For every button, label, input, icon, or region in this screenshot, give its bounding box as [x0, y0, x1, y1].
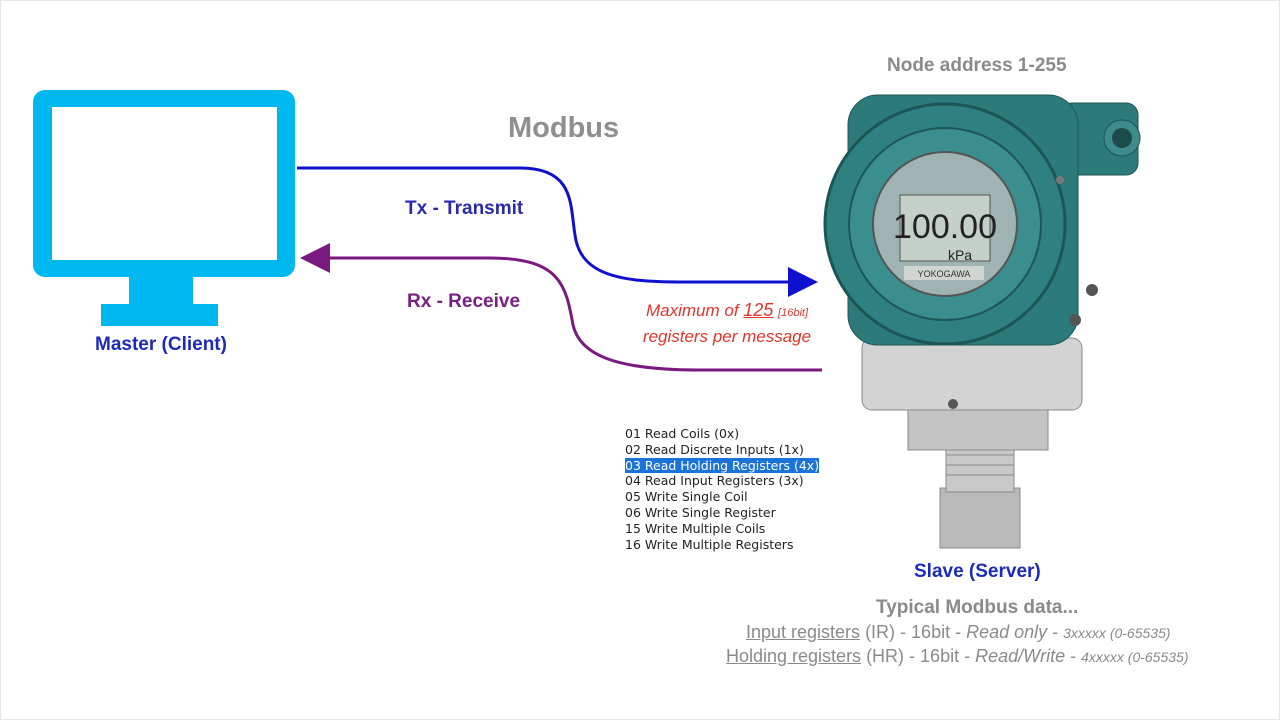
device-brand: YOKOGAWA [918, 269, 971, 279]
function-code-item[interactable]: 06 Write Single Register [625, 504, 776, 520]
function-code-item[interactable]: 02 Read Discrete Inputs (1x) [625, 441, 804, 457]
function-code-item[interactable]: 05 Write Single Coil [625, 489, 748, 505]
node-address-label: Node address 1-255 [887, 55, 1067, 76]
function-code-item[interactable]: 01 Read Coils (0x) [625, 426, 740, 441]
rx-arrow [300, 243, 822, 372]
pressure-transmitter-icon [823, 94, 1141, 549]
typical-data-heading: Typical Modbus data... [876, 597, 1079, 618]
function-code-list: 01 Read Coils (0x) 02 Read Discrete Inpu… [623, 426, 821, 552]
slave-label: Slave (Server) [914, 561, 1041, 582]
function-code-item[interactable]: 04 Read Input Registers (3x) [625, 473, 804, 489]
tx-label: Tx - Transmit [405, 198, 524, 219]
function-code-item[interactable]: 15 Write Multiple Coils [625, 520, 766, 536]
device-display-value: 100.00 [893, 208, 997, 246]
input-registers-line: Input registers (IR) - 16bit - Read only… [746, 622, 1171, 642]
master-label: Master (Client) [95, 334, 227, 355]
max-registers-note: Maximum of 125 [16bit] registers per mes… [642, 300, 812, 346]
diagram-title: Modbus [508, 112, 620, 144]
function-code-item[interactable]: 16 Write Multiple Registers [625, 536, 794, 552]
tx-arrow [297, 166, 818, 297]
function-code-item-selected[interactable]: 03 Read Holding Registers (4x) [625, 457, 820, 474]
monitor-icon [33, 90, 295, 326]
holding-registers-line: Holding registers (HR) - 16bit - Read/Wr… [726, 646, 1189, 666]
device-display-unit: kPa [948, 247, 972, 263]
rx-label: Rx - Receive [407, 291, 521, 312]
